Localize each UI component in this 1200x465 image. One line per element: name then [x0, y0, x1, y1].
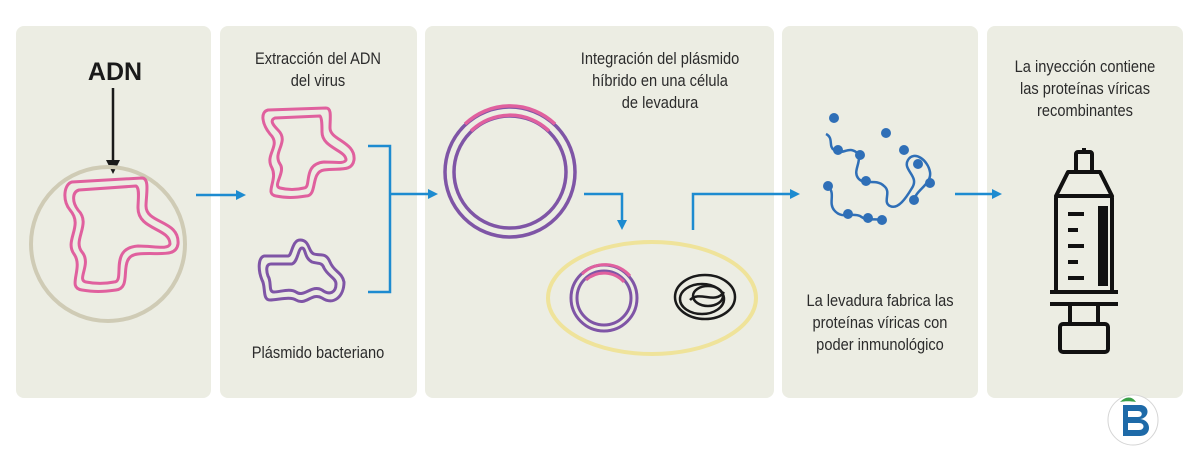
syringe-icon: [1050, 148, 1118, 354]
nucleus-circle: [29, 165, 187, 323]
step-integration-panel: [425, 26, 774, 398]
step-extraction-panel: [220, 26, 417, 398]
extraction-title: Extracción del ADN del virus: [255, 49, 381, 90]
plasmid-icon: [257, 238, 346, 303]
viral-dna-fragment-icon: [261, 106, 356, 199]
plasmid-caption: Plásmido bacteriano: [251, 343, 385, 362]
protein-beads: [823, 113, 935, 225]
step-yeast-panel: [782, 26, 978, 398]
injection-title: La inyección contiene las proteínas víri…: [1014, 57, 1156, 120]
yeast-caption: La levadura fabrica las proteínas vírica…: [806, 291, 954, 354]
yeast-cell-icon: [546, 240, 758, 356]
integration-title: Integración del plásmido híbrido en una …: [580, 49, 740, 112]
step-injection-panel: [987, 26, 1183, 398]
dna-label: ADN: [87, 58, 143, 86]
dna-loop-icon: [63, 176, 180, 293]
brand-logo-icon: [1107, 394, 1159, 446]
hybrid-plasmid-icon: [443, 104, 577, 239]
merge-bracket: [368, 144, 430, 294]
